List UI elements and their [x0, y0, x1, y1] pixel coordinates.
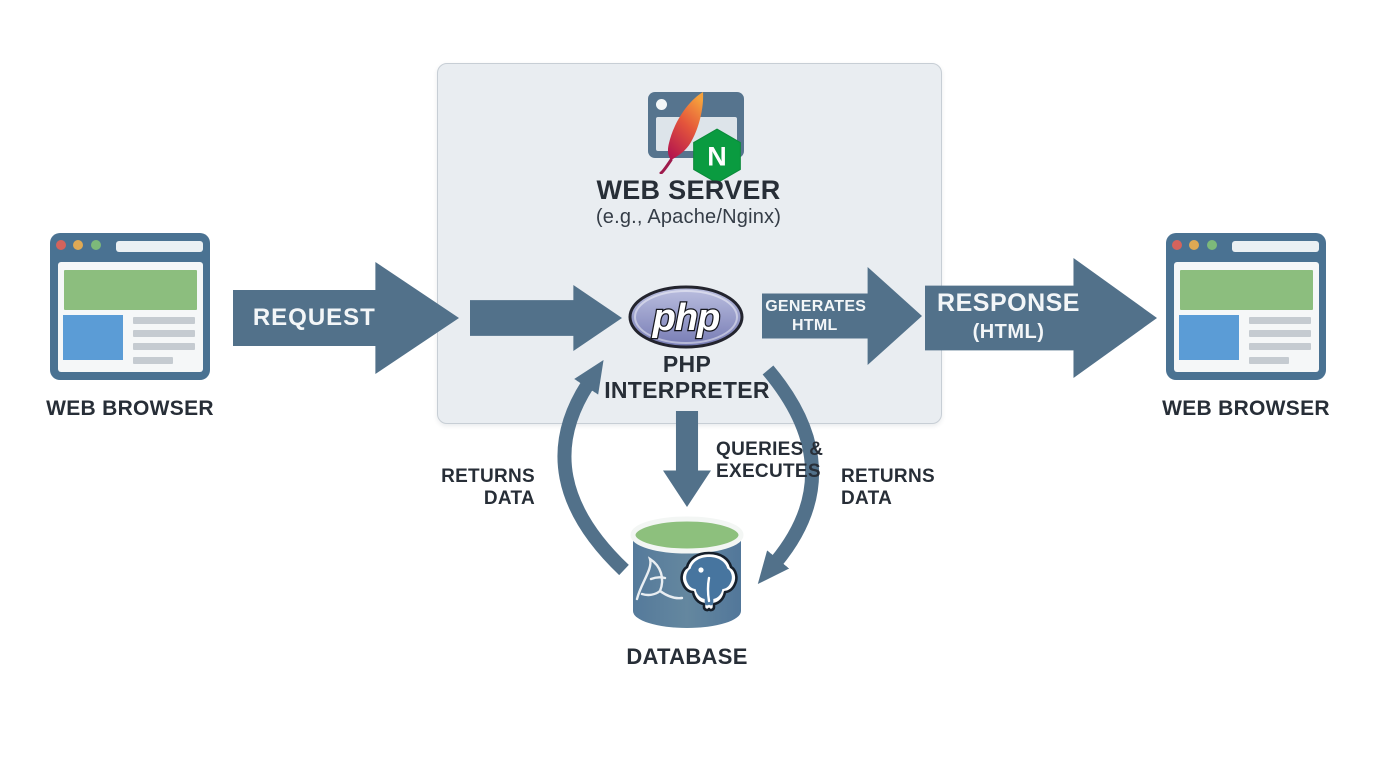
response-arrow-label: RESPONSE (HTML) — [937, 289, 1080, 344]
nginx-letter: N — [707, 141, 726, 171]
database-cycle-arrows — [557, 360, 819, 585]
database-icon — [630, 516, 744, 628]
php-logo-icon: php — [628, 285, 744, 349]
hero-banner — [64, 270, 197, 310]
php-interpreter-label: PHP INTERPRETER — [604, 351, 770, 403]
generates-html-label: GENERATES HTML — [765, 298, 867, 334]
returns-data-right-label: RETURNS DATA — [841, 466, 935, 509]
traffic-dot-red-icon — [1172, 240, 1182, 250]
right-browser-window-icon — [1166, 233, 1326, 380]
database-label: DATABASE — [626, 644, 748, 669]
database-cylinder-top — [630, 516, 744, 554]
postgresql-elephant-icon — [680, 551, 738, 612]
address-bar — [1232, 241, 1319, 252]
browser-content — [58, 262, 203, 372]
left-web-browser-label: WEB BROWSER — [46, 397, 214, 420]
traffic-dot-red-icon — [56, 240, 66, 250]
returns-data-right-arrow — [757, 365, 819, 585]
apache-feather-icon — [659, 92, 704, 174]
feather-leaf — [667, 92, 704, 160]
text-line — [133, 330, 195, 337]
nginx-hexagon — [693, 128, 741, 184]
image-placeholder — [1179, 315, 1239, 360]
text-line — [1249, 343, 1311, 350]
php-logo-text: php — [652, 297, 720, 339]
queries-executes-label: QUERIES & EXECUTES — [716, 439, 824, 482]
request-arrow-label: REQUEST — [252, 304, 376, 331]
response-arrow: RESPONSE (HTML) — [925, 258, 1157, 378]
traffic-dot-yellow-icon — [73, 240, 83, 250]
image-placeholder — [63, 315, 123, 360]
text-line — [133, 343, 195, 350]
hero-banner — [1180, 270, 1313, 310]
traffic-dot-green-icon — [91, 240, 101, 250]
window-titlebar-dot-icon — [656, 99, 667, 110]
text-line — [1249, 330, 1311, 337]
left-browser-window-icon — [50, 233, 210, 380]
text-line — [133, 317, 195, 324]
php-ellipse — [628, 285, 744, 349]
returns-data-left-arrow — [557, 360, 629, 576]
text-line — [133, 357, 173, 364]
web-server-title: WEB SERVER — [596, 175, 781, 205]
right-web-browser-label: WEB BROWSER — [1162, 397, 1330, 420]
browser-content — [1174, 262, 1319, 372]
request-arrow: REQUEST — [233, 262, 459, 374]
traffic-dot-yellow-icon — [1189, 240, 1199, 250]
nginx-icon: N — [693, 128, 741, 184]
text-line — [1249, 357, 1289, 364]
php-ellipse-highlight — [634, 290, 738, 344]
traffic-dot-green-icon — [1207, 240, 1217, 250]
text-line — [1249, 317, 1311, 324]
mysql-dolphin-icon — [635, 556, 684, 601]
address-bar — [116, 241, 203, 252]
web-server-subtitle: (e.g., Apache/Nginx) — [595, 206, 782, 228]
feather-stem — [659, 158, 673, 174]
returns-data-left-label: RETURNS DATA — [441, 466, 535, 509]
